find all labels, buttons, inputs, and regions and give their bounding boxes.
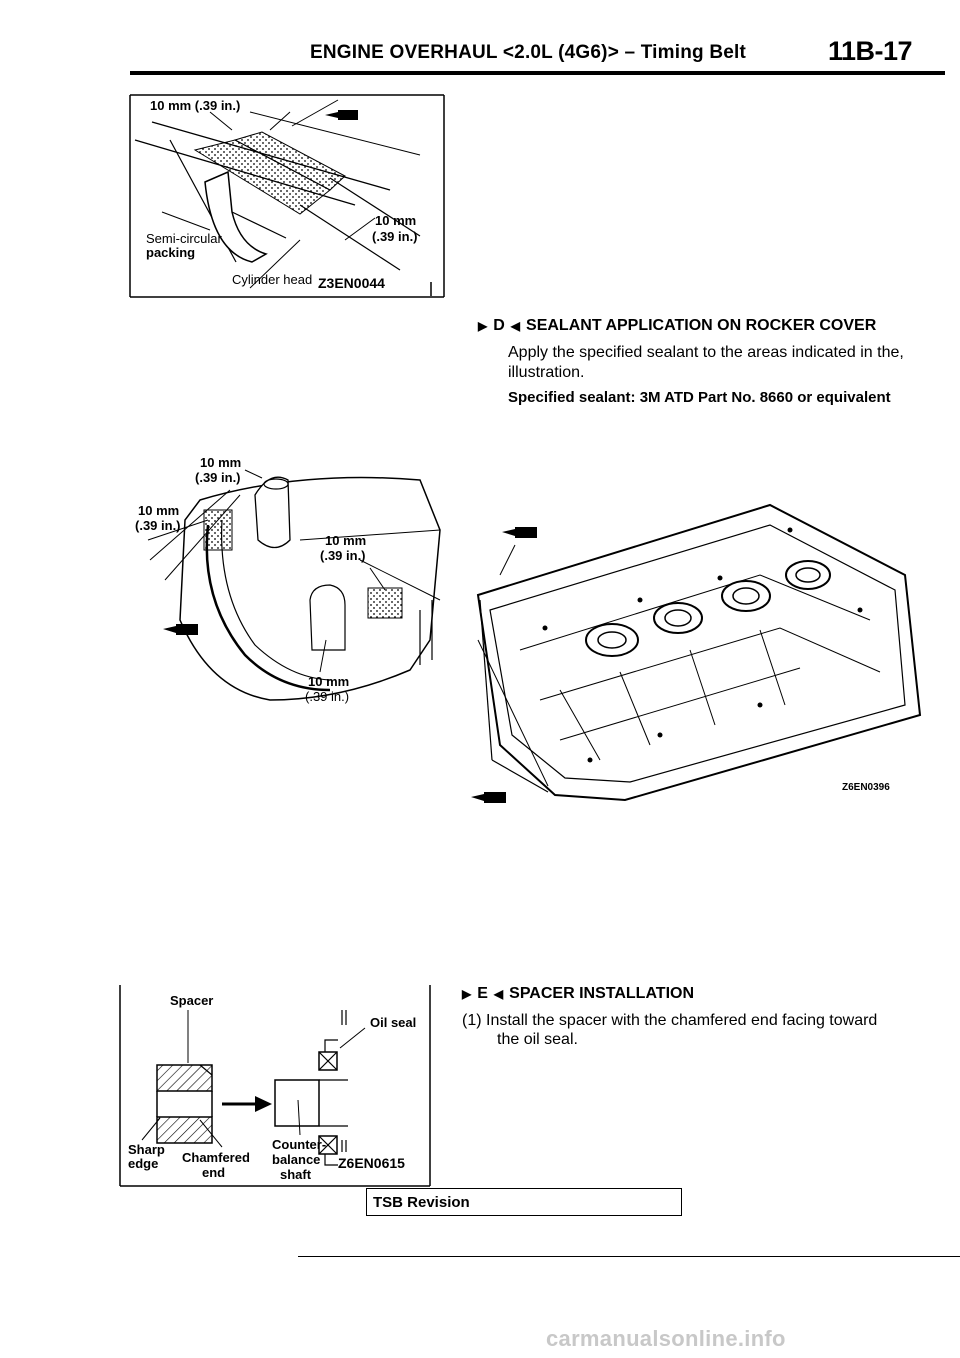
fig1-label-right-1: 10 mm	[375, 213, 417, 228]
section-d-spec: Specified sealant: 3M ATD Part No. 8660 …	[508, 389, 891, 406]
fig2-label-4-b: (.39 in.)	[305, 689, 350, 704]
fig1-label-top: 10 mm (.39 in.)	[150, 98, 241, 113]
fig3-label-chamfered: Chamfered	[182, 1150, 250, 1165]
fig2-label-1-b: (.39 in.)	[195, 470, 241, 485]
left-triangle-icon: ◀	[510, 319, 521, 333]
tsb-revision-box	[366, 1188, 682, 1216]
fig1-label-packing: packing	[146, 245, 196, 260]
fig2-label-1-a: 10 mm	[200, 455, 242, 470]
tsb-revision-label: TSB Revision	[373, 1194, 470, 1211]
section-e-title: SPACER INSTALLATION	[509, 985, 695, 1002]
header-rule	[130, 71, 945, 75]
fig1-label-right-2: (.39 in.)	[372, 229, 418, 244]
fig2-label-2-a: 10 mm	[138, 503, 180, 518]
right-triangle-icon: ▶	[462, 987, 472, 1001]
bottom-rule	[298, 1256, 960, 1257]
section-d-heading: ▶ D ◀ SEALANT APPLICATION ON ROCKER COVE…	[478, 317, 876, 335]
fig3-label-end: end	[202, 1165, 226, 1180]
page-header-title: ENGINE OVERHAUL <2.0L (4G6)> – Timing Be…	[310, 42, 747, 63]
section-d-marker: D	[493, 317, 505, 334]
fig2-label-4-a: 10 mm	[308, 674, 350, 689]
section-e-step-1-line-2: the oil seal.	[497, 1031, 578, 1048]
fig3-label-oil-seal: Oil seal	[370, 1015, 417, 1030]
fig2-label-3-a: 10 mm	[325, 533, 367, 548]
fig1-label-semicircular: Semi-circular	[146, 231, 222, 246]
fig3-label-balance: balance	[272, 1152, 321, 1167]
fig1-label-cylinder-head: Cylinder head	[232, 272, 313, 287]
section-e-step-1-line-1: (1) Install the spacer with the chamfere…	[462, 1012, 878, 1029]
section-e-marker: E	[477, 985, 488, 1002]
left-triangle-icon: ◀	[493, 987, 504, 1001]
section-d-body-line-2: illustration.	[508, 364, 585, 381]
page-number: 11B-17	[828, 36, 913, 66]
fig2-figure-id: Z6EN0396	[842, 782, 890, 793]
fig3-label-sharp: Sharp	[128, 1142, 165, 1157]
fig3-figure-id: Z6EN0615	[338, 1155, 405, 1171]
fig3-label-counter: Counter-	[272, 1137, 327, 1152]
fig3-label-shaft: shaft	[280, 1167, 312, 1182]
section-d-body-line-1: Apply the specified sealant to the areas…	[508, 344, 904, 361]
fig3-label-spacer: Spacer	[170, 993, 214, 1008]
fig2-label-3-b: (.39 in.)	[320, 548, 366, 563]
right-triangle-icon: ▶	[478, 319, 488, 333]
section-e-heading: ▶ E ◀ SPACER INSTALLATION	[462, 985, 694, 1003]
section-d-title: SEALANT APPLICATION ON ROCKER COVER	[526, 317, 877, 334]
fig1-figure-id: Z3EN0044	[318, 275, 385, 291]
fig3-label-edge: edge	[128, 1156, 159, 1171]
footer-watermark-url[interactable]: carmanualsonline.info	[546, 1326, 786, 1351]
fig2-label-2-b: (.39 in.)	[135, 518, 181, 533]
